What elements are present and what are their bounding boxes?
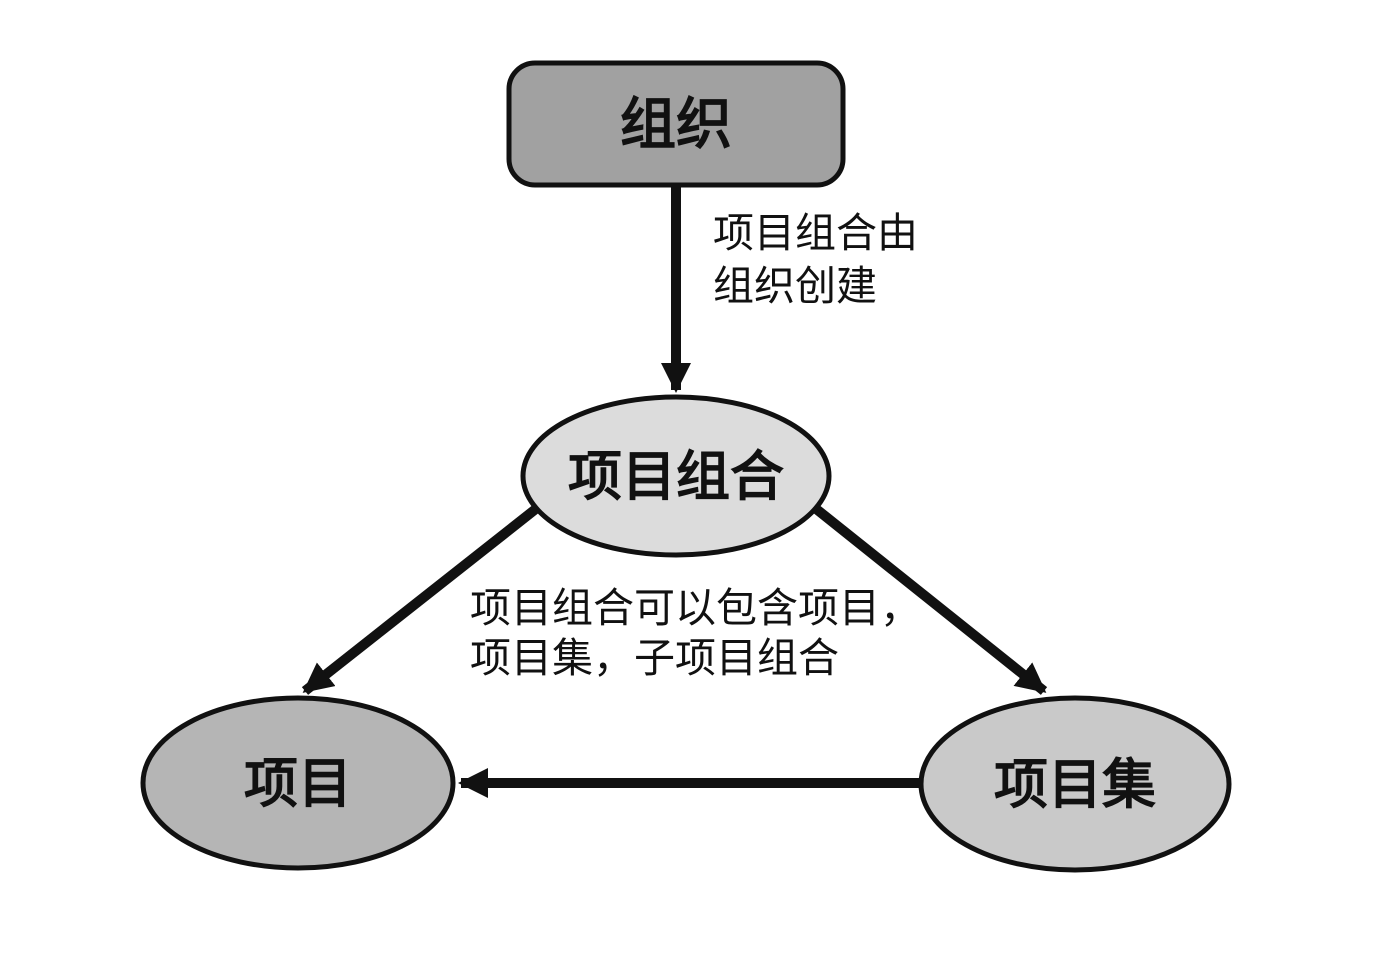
node-portfolio xyxy=(520,394,832,558)
annotation-portfolio-contains-line2: 项目集，子项目组合 xyxy=(470,635,839,681)
node-portfolio-label: 项目组合 xyxy=(568,447,784,507)
annotation-org-creates-line1: 项目组合由 xyxy=(713,210,918,256)
annotation-portfolio-contains-line1: 项目组合可以包含项目， xyxy=(470,585,921,631)
annotation-org-creates-line2: 组织创建 xyxy=(713,263,877,309)
edge-portfolio-to-program xyxy=(811,504,1048,695)
edge-portfolio-to-project xyxy=(301,504,541,695)
node-project xyxy=(140,695,456,871)
node-program-label: 项目集 xyxy=(994,755,1156,815)
node-organization-label: 组织 xyxy=(620,93,732,156)
node-project-label: 项目 xyxy=(244,754,352,814)
